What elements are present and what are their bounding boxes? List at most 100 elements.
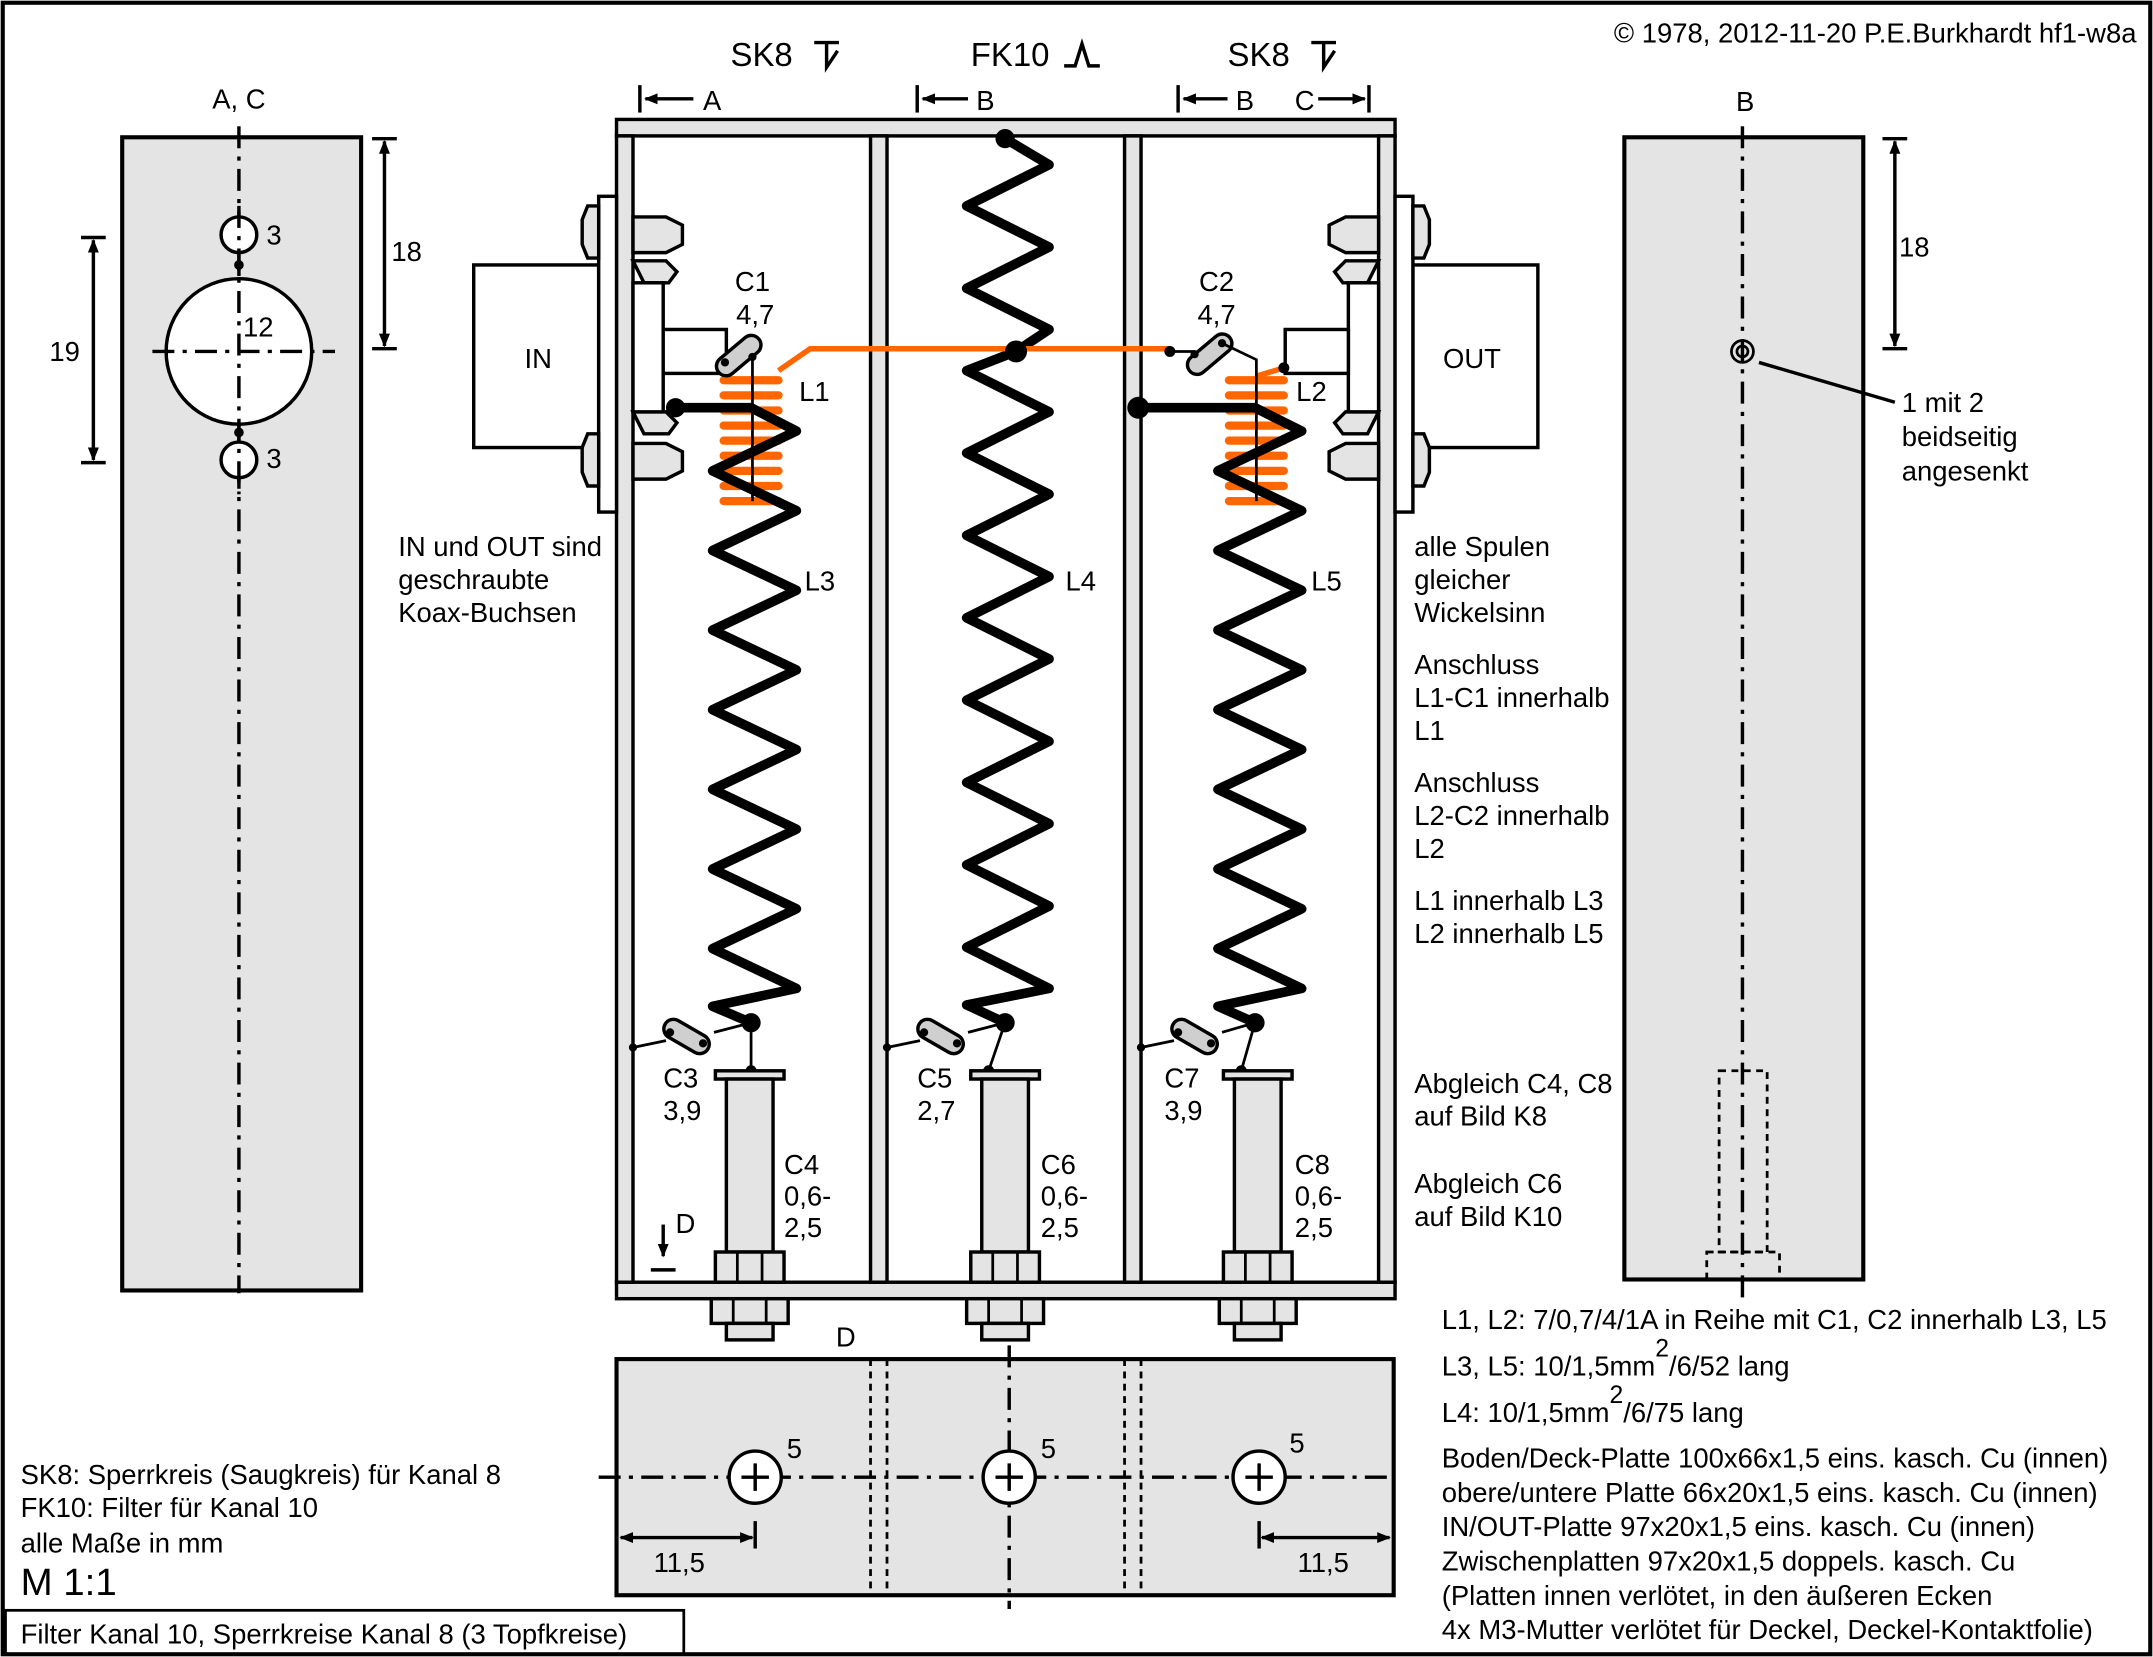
c2-label: C2 (1199, 266, 1234, 297)
bottom-plate (614, 1280, 1397, 1301)
dim-point (234, 427, 244, 438)
c4-value-1: 0,6- (784, 1180, 831, 1211)
header-fk10: FK10 (971, 36, 1050, 73)
hole-note-line-2: beidseitig (1902, 421, 2018, 452)
housing (614, 117, 1397, 1301)
hole-note-line-1: 1 mit 2 (1902, 387, 1984, 418)
partition-2 (1122, 134, 1143, 1284)
l2-label: L2 (1296, 376, 1327, 407)
svg-text:obere/untere Platte 66x20x1,5: obere/untere Platte 66x20x1,5 eins. kasc… (1442, 1477, 2098, 1508)
c1-value: 4,7 (736, 299, 774, 330)
notch-filter-icon (1311, 40, 1337, 73)
hole-right-label: 5 (1289, 1427, 1304, 1458)
hole-small-top-label: 3 (266, 219, 281, 250)
copyright-text: © 1978, 2012-11-20 P.E.Burkhardt hf1-w8a (1614, 18, 2137, 49)
in-connector: IN (471, 194, 729, 514)
leader-line (1758, 360, 1896, 404)
svg-text:Abgleich C4, C8: Abgleich C4, C8 (1414, 1068, 1612, 1099)
notes-left-mid: IN und OUT sind geschraubte Koax-Buchsen (398, 531, 602, 628)
right-view-label: B (1736, 86, 1754, 117)
hidden-nut (1705, 1250, 1781, 1281)
l3-label: L3 (805, 565, 836, 596)
notch-filter-icon (814, 40, 840, 73)
svg-text:Zwischenplatten 97x20x1,5 dopp: Zwischenplatten 97x20x1,5 doppels. kasch… (1442, 1546, 2016, 1577)
c6-value-1: 0,6- (1041, 1180, 1088, 1211)
c3-value: 3,9 (663, 1095, 701, 1126)
coil-l3 (670, 402, 802, 1028)
junction-dot (995, 129, 1015, 149)
c6-label: C6 (1041, 1149, 1076, 1180)
section-d-bottom-label: D (836, 1322, 856, 1353)
junction-dot (1127, 396, 1150, 419)
legend: SK8: Sperrkreis (Saugkreis) für Kanal 8 … (21, 1459, 501, 1604)
capacitor-c2: C2 4,7 (1164, 266, 1290, 502)
c8-value-2: 2,5 (1295, 1212, 1333, 1243)
coil-l5 (1133, 402, 1307, 1028)
l1-label: L1 (799, 376, 830, 407)
svg-text:FK10: Filter für Kanal 10: FK10: Filter für Kanal 10 (21, 1492, 318, 1523)
svg-text:auf Bild K10: auf Bild K10 (1414, 1201, 1562, 1232)
dim-19-label: 19 (49, 336, 80, 367)
spec-l1-l2: L1, L2: 7/0,7/4/1A in Reihe mit C1, C2 i… (1442, 1304, 2107, 1335)
l5-label: L5 (1311, 565, 1342, 596)
svg-text:IN und OUT sind: IN und OUT sind (398, 531, 602, 562)
section-d-label: D (676, 1208, 696, 1239)
svg-text:IN/OUT-Platte 97x20x1,5 eins.: IN/OUT-Platte 97x20x1,5 eins. kasch. Cu … (1442, 1511, 2035, 1542)
svg-text:Wickelsinn: Wickelsinn (1414, 597, 1545, 628)
countersunk-hole (1730, 339, 1755, 364)
svg-text:4x M3-Mutter verlötet für Deck: 4x M3-Mutter verlötet für Deckel, Deckel… (1442, 1614, 2093, 1645)
c5-label: C5 (917, 1062, 952, 1093)
junction-dot (1005, 340, 1028, 363)
dim-point (234, 260, 244, 270)
partition-1 (868, 134, 889, 1284)
c5-value: 2,7 (917, 1095, 955, 1126)
c2-value: 4,7 (1197, 299, 1235, 330)
bottom-view: D 5 5 5 11,5 11,5 (598, 1322, 1396, 1609)
dim-18-label: 18 (391, 236, 422, 267)
dim-right-label: 11,5 (1298, 1547, 1349, 1578)
svg-text:Boden/Deck-Platte 100x66x1,5 e: Boden/Deck-Platte 100x66x1,5 eins. kasch… (1442, 1443, 2109, 1474)
in-label: IN (525, 343, 552, 374)
title-block-box (4, 1608, 686, 1656)
svg-text:L2: L2 (1414, 833, 1445, 864)
c6-value-2: 2,5 (1041, 1212, 1079, 1243)
hole-left-label: 5 (787, 1433, 802, 1464)
svg-text:L1-C1 innerhalb: L1-C1 innerhalb (1414, 682, 1609, 713)
out-label: OUT (1443, 343, 1501, 374)
right-side-view: B 1 mit 2 beidseitig angesenkt 18 (1622, 86, 2029, 1302)
left-side-view: A, C 3 12 3 19 18 (49, 83, 422, 1294)
coil-l4 (961, 133, 1054, 1028)
notes-right: alle Spulen gleicher Wickelsinn Anschlus… (1414, 531, 1612, 1232)
spec-l3-l5: L3, L5: 10/1,5mm2/6/52 lang (1442, 1335, 1790, 1381)
c1-label: C1 (735, 266, 770, 297)
header-sk8-right: SK8 (1228, 36, 1290, 73)
c4-label: C4 (784, 1149, 819, 1180)
in-plate (614, 134, 635, 1284)
c4-value-2: 2,5 (784, 1212, 822, 1243)
c8-value-1: 0,6- (1295, 1180, 1342, 1211)
c7-value: 3,9 (1164, 1095, 1202, 1126)
section-marks: A B B C (638, 85, 1371, 116)
header-sk8-left: SK8 (730, 36, 792, 73)
svg-text:alle Maße in mm: alle Maße in mm (21, 1528, 224, 1559)
section-c-label: C (1295, 85, 1315, 116)
svg-text:auf Bild K8: auf Bild K8 (1414, 1101, 1547, 1132)
svg-text:SK8: Sperrkreis (Saugkreis) fü: SK8: Sperrkreis (Saugkreis) für Kanal 8 (21, 1459, 501, 1490)
bandpass-icon (1064, 38, 1100, 68)
svg-text:Koax-Buchsen: Koax-Buchsen (398, 597, 576, 628)
left-view-label: A, C (212, 83, 265, 114)
section-b2-label: B (1236, 85, 1254, 116)
svg-text:gleicher: gleicher (1414, 564, 1510, 595)
svg-text:alle Spulen: alle Spulen (1414, 531, 1550, 562)
specs: L1, L2: 7/0,7/4/1A in Reihe mit C1, C2 i… (1442, 1304, 2109, 1645)
c3-label: C3 (663, 1062, 698, 1093)
scale-label: M 1:1 (21, 1561, 117, 1604)
coupling-wire (776, 345, 1170, 373)
title-block: Filter Kanal 10, Sperrkreise Kanal 8 (3 … (21, 1618, 628, 1649)
svg-text:L1 innerhalb L3: L1 innerhalb L3 (1414, 885, 1603, 916)
spec-l4: L4: 10/1,5mm2/6/75 lang (1442, 1382, 1744, 1428)
chamber-3-bottom: C7 3,9 C8 0,6- 2,5 (1136, 1013, 1342, 1342)
svg-text:geschraubte: geschraubte (398, 564, 549, 595)
